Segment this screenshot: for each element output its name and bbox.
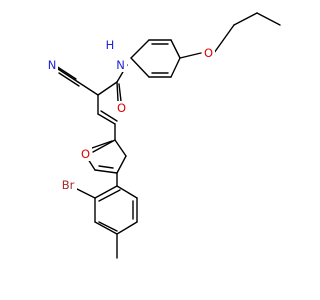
bond bbox=[116, 155, 127, 174]
bond bbox=[233, 12, 258, 26]
atom-O-carbonyl: O bbox=[115, 101, 128, 115]
bond-multi bbox=[98, 165, 114, 169]
bond bbox=[94, 185, 118, 199]
bond bbox=[179, 52, 202, 59]
atom-N-cyano: N bbox=[46, 58, 58, 72]
atom-label: N bbox=[48, 58, 57, 72]
bond bbox=[97, 81, 118, 96]
bond bbox=[116, 185, 138, 199]
atom-Br: Br bbox=[59, 178, 77, 192]
bond-multi bbox=[98, 189, 121, 202]
bond-multi bbox=[118, 83, 122, 102]
atom-label: O bbox=[117, 101, 126, 115]
bond bbox=[130, 57, 150, 78]
atom-label: O bbox=[81, 147, 90, 161]
bond-multi bbox=[55, 65, 77, 80]
bonds bbox=[55, 12, 281, 259]
bond-multi bbox=[91, 140, 113, 149]
bond bbox=[114, 139, 127, 157]
atom-label: O bbox=[204, 46, 213, 60]
bond bbox=[74, 187, 96, 199]
atom-label: H bbox=[106, 38, 115, 52]
bond bbox=[256, 12, 281, 26]
bond-multi bbox=[98, 221, 118, 232]
atom-H-amide: H bbox=[104, 38, 116, 52]
bond bbox=[92, 139, 116, 153]
bond bbox=[77, 81, 99, 96]
atom-N-amide: N bbox=[114, 58, 127, 72]
molecule-structure: N H N O O O Br bbox=[46, 12, 281, 259]
atom-O-furan: O bbox=[79, 147, 92, 161]
bond bbox=[116, 81, 119, 102]
bond-multi bbox=[100, 110, 118, 122]
bond-multi bbox=[58, 72, 80, 87]
atom-O-ether: O bbox=[202, 46, 215, 60]
bond bbox=[94, 221, 118, 235]
bond bbox=[130, 39, 150, 59]
bond bbox=[170, 39, 181, 59]
bond bbox=[57, 68, 79, 83]
bond bbox=[213, 24, 235, 54]
bond bbox=[94, 169, 118, 174]
bond bbox=[97, 113, 116, 125]
atom-label: N bbox=[116, 58, 125, 72]
bond bbox=[170, 57, 181, 78]
bond bbox=[116, 221, 138, 235]
atom-label: Br bbox=[62, 178, 75, 192]
